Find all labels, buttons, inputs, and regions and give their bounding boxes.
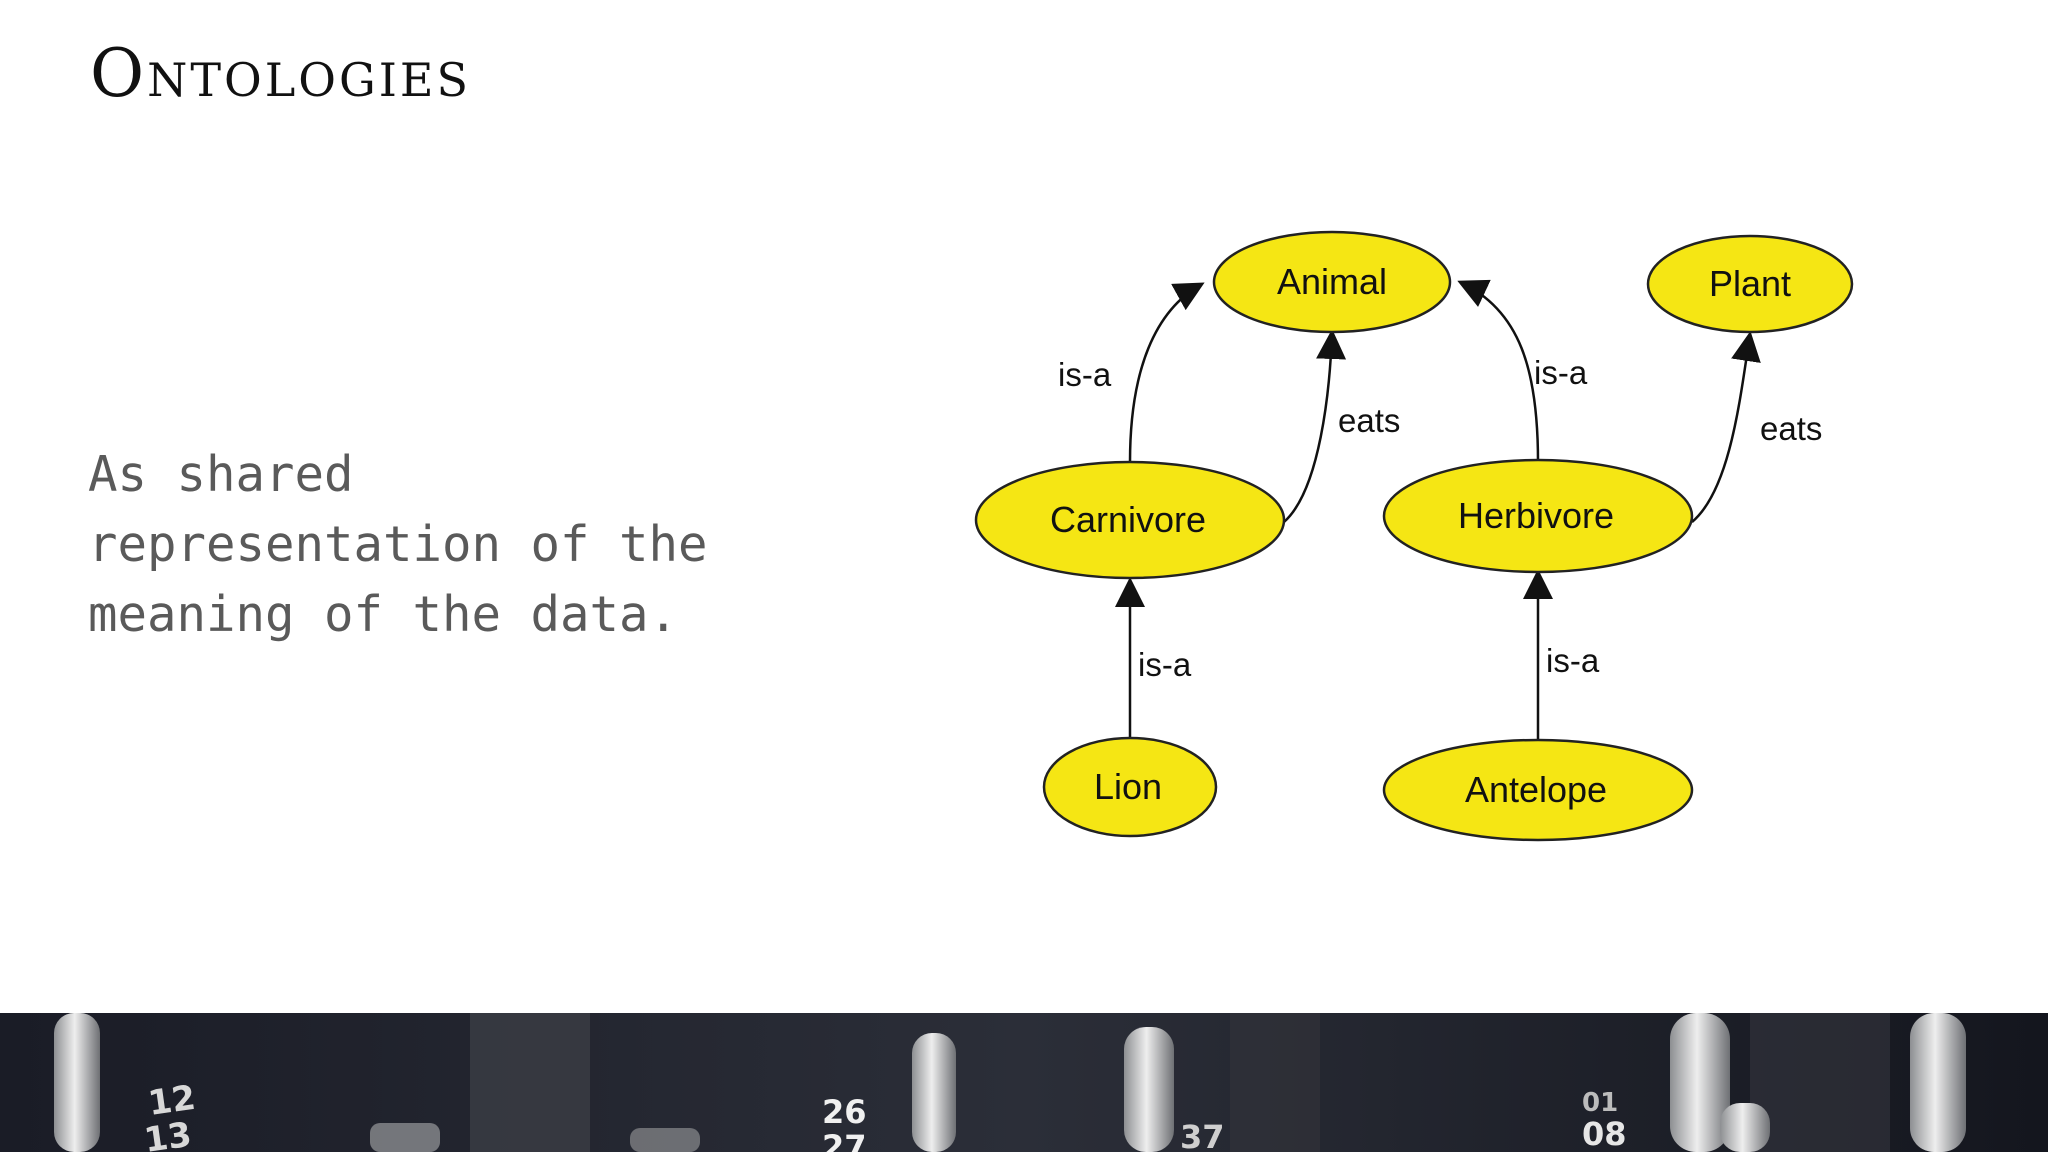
node-label-antelope: Antelope — [1465, 769, 1607, 810]
ontology-diagram: is-a eats is-a eats is-a is-a Animal Pla… — [974, 230, 1854, 842]
node-label-plant: Plant — [1709, 263, 1791, 304]
edge-label-herbivore-isa-animal: is-a — [1534, 354, 1588, 391]
edge-herbivore-isa-animal — [1457, 279, 1540, 463]
footer-digit-26: 26 — [822, 1093, 867, 1131]
slide-title: Ontologies — [90, 35, 472, 112]
footer-digit-12: 12 — [146, 1078, 198, 1124]
node-animal: Animal — [1212, 230, 1452, 334]
node-label-carnivore: Carnivore — [1050, 499, 1206, 540]
edge-label-carnivore-isa-animal: is-a — [1058, 356, 1112, 393]
footer-digit-13: 13 — [142, 1115, 194, 1152]
node-label-animal: Animal — [1277, 261, 1387, 302]
footer-digit-08: 08 — [1582, 1115, 1627, 1152]
edge-label-carnivore-eats-animal: eats — [1338, 402, 1400, 439]
edge-carnivore-isa-animal — [1128, 282, 1205, 463]
node-label-lion: Lion — [1094, 766, 1162, 807]
node-antelope: Antelope — [1382, 738, 1694, 842]
footer-digit-01: 01 — [1582, 1088, 1618, 1118]
edge-label-herbivore-eats-plant: eats — [1760, 410, 1822, 447]
footer-photo-strip: 12 13 26 27 37 08 01 — [0, 1013, 2048, 1152]
edge-herbivore-eats-plant — [1691, 331, 1761, 523]
node-carnivore: Carnivore — [974, 460, 1286, 580]
node-plant: Plant — [1646, 234, 1854, 334]
node-label-herbivore: Herbivore — [1458, 495, 1614, 536]
edge-carnivore-eats-animal — [1283, 329, 1347, 523]
node-lion: Lion — [1042, 736, 1218, 838]
footer-digit-37: 37 — [1180, 1118, 1225, 1152]
footer-digit-27: 27 — [822, 1128, 867, 1152]
edge-label-antelope-isa-herbivore: is-a — [1546, 642, 1600, 679]
slide-body-text: As shared representation of the meaning … — [88, 446, 708, 643]
node-herbivore: Herbivore — [1382, 458, 1694, 574]
edge-label-lion-isa-carnivore: is-a — [1138, 646, 1192, 683]
